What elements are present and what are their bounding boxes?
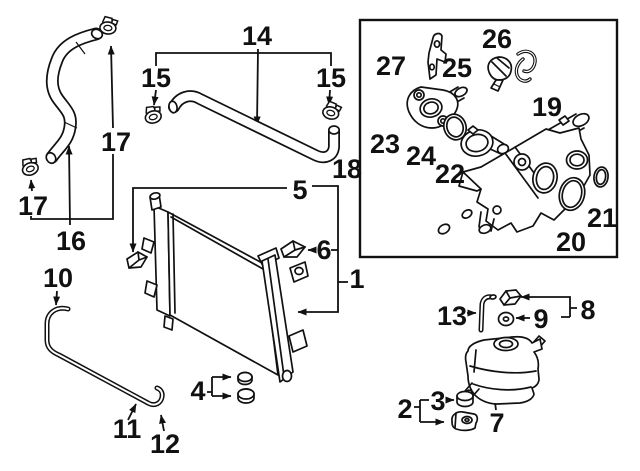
callout-2: 2 bbox=[397, 394, 412, 424]
callout-4: 4 bbox=[190, 376, 205, 406]
callout-9: 9 bbox=[533, 304, 548, 334]
callout-10: 10 bbox=[43, 263, 73, 293]
callout-15-right: 15 bbox=[316, 63, 346, 93]
hose-clamp-icon bbox=[141, 103, 165, 126]
reservoir-plug-part bbox=[456, 390, 474, 408]
callout-5: 5 bbox=[292, 175, 307, 205]
callout-19: 19 bbox=[532, 92, 562, 122]
upper-radiator-hose bbox=[141, 90, 343, 164]
radiator bbox=[126, 191, 309, 404]
callout-23: 23 bbox=[370, 129, 400, 159]
callout-15-left: 15 bbox=[141, 63, 171, 93]
reservoir-cap-part bbox=[499, 289, 522, 306]
callout-14: 14 bbox=[242, 21, 272, 51]
callout-7: 7 bbox=[489, 408, 504, 438]
small-seal-parts bbox=[437, 209, 473, 235]
hose-clamp-icon bbox=[320, 99, 343, 122]
callout-26: 26 bbox=[482, 24, 512, 54]
reservoir-bracket-part bbox=[451, 411, 479, 432]
callout-3: 3 bbox=[430, 386, 445, 416]
callout-22: 22 bbox=[435, 159, 465, 189]
callout-24: 24 bbox=[406, 141, 436, 171]
oring-large-part bbox=[558, 176, 586, 212]
overflow-hose bbox=[44, 305, 165, 408]
sensor-clip-part bbox=[514, 49, 537, 83]
radiator-bracket-part bbox=[126, 251, 148, 269]
callout-13: 13 bbox=[437, 301, 467, 331]
drain-plug-parts bbox=[237, 371, 255, 404]
reservoir-hose-part bbox=[478, 294, 497, 333]
callout-25: 25 bbox=[442, 53, 472, 83]
callout-1: 1 bbox=[349, 264, 364, 294]
hose-clamp-icon bbox=[18, 154, 42, 179]
callout-17-bottom: 17 bbox=[18, 191, 48, 221]
mounting-bracket-part bbox=[427, 32, 447, 80]
callout-11: 11 bbox=[113, 414, 142, 444]
lower-radiator-hose bbox=[18, 15, 119, 179]
thermostat-part bbox=[460, 125, 510, 157]
callout-labels: 1 2 3 4 5 6 7 8 9 10 11 12 13 14 15 15 1… bbox=[18, 21, 617, 459]
coolant-reservoir bbox=[451, 289, 546, 432]
outlet-gasket-part bbox=[442, 113, 468, 141]
callout-18: 18 bbox=[332, 154, 362, 184]
callout-6: 6 bbox=[316, 235, 331, 265]
callout-20: 20 bbox=[556, 227, 586, 257]
callout-21: 21 bbox=[587, 203, 617, 233]
thermostat-housing-part bbox=[458, 112, 591, 235]
callout-17-top: 17 bbox=[101, 127, 131, 157]
callout-27: 27 bbox=[376, 51, 406, 81]
reservoir-grommet-part bbox=[497, 311, 515, 327]
hose-clamp-icon bbox=[98, 15, 119, 36]
radiator-cap-part bbox=[280, 240, 306, 258]
oring-small-part bbox=[593, 166, 609, 188]
reservoir-tank-part bbox=[463, 335, 546, 405]
thermostat-housing-box bbox=[358, 18, 619, 259]
callout-16: 16 bbox=[56, 226, 86, 256]
callout-8: 8 bbox=[580, 295, 595, 325]
temp-sensor-part bbox=[487, 56, 513, 92]
callout-12: 12 bbox=[150, 429, 180, 459]
